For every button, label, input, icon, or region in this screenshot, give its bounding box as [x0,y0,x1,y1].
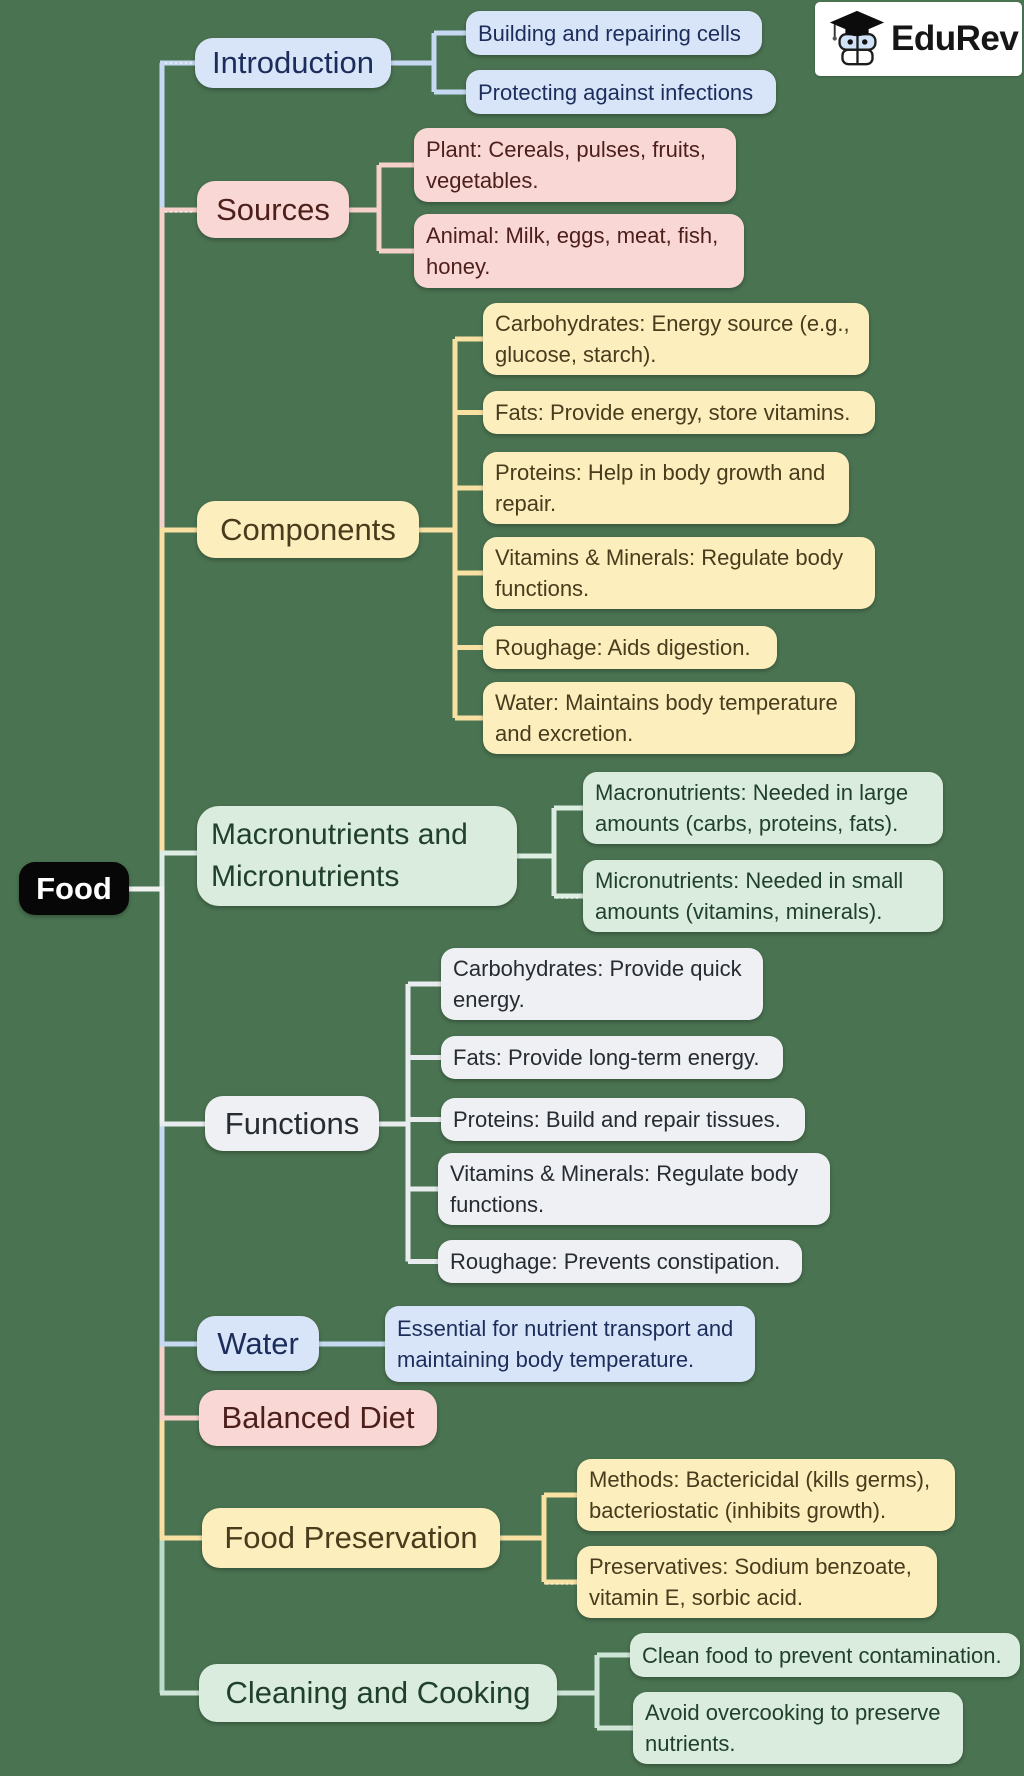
branch-label: Components [220,511,396,547]
bracket-functions [379,981,441,1264]
root-label: Food [36,870,112,906]
branch-label: Introduction [212,45,374,80]
leaf-node[interactable]: Preservatives: Sodium benzoate, vitamin … [577,1546,937,1618]
leaf-label: Vitamins & Minerals: Regulate body funct… [495,545,844,601]
branch-node-components[interactable]: Components [197,501,419,558]
branch-node-food-preservation[interactable]: Food Preservation [202,1508,500,1568]
branch-label: Sources [216,191,330,227]
leaf-label: Roughage: Prevents constipation. [450,1249,781,1274]
leaf-node[interactable]: Plant: Cereals, pulses, fruits, vegetabl… [414,128,736,202]
bracket-cleaning [557,1652,633,1731]
branch-node-introduction[interactable]: Introduction [195,38,391,88]
leaf-label: Water: Maintains body temperature and ex… [495,690,838,746]
leaf-label: Micronutrients: Needed in small amounts … [595,868,904,924]
leaf-label: Carbohydrates: Energy source (e.g., gluc… [495,311,850,367]
leaf-label: Fats: Provide long-term energy. [453,1045,760,1070]
leaf-label: Proteins: Help in body growth and repair… [495,460,826,516]
leaf-node[interactable]: Roughage: Aids digestion. [483,626,777,669]
leaf-label: Essential for nutrient transport and mai… [397,1316,734,1372]
leaf-label: Carbohydrates: Provide quick energy. [453,956,742,1012]
leaf-node[interactable]: Building and repairing cells [466,11,762,55]
bracket-preservation [500,1492,577,1585]
leaf-node[interactable]: Roughage: Prevents constipation. [438,1240,802,1283]
leaf-label: Macronutrients: Needed in large amounts … [595,780,909,836]
branch-label: Cleaning and Cooking [225,1675,531,1710]
leaf-label: Proteins: Build and repair tissues. [453,1107,781,1132]
branch-node-functions[interactable]: Functions [205,1096,379,1151]
leaf-label: Plant: Cereals, pulses, fruits, vegetabl… [426,137,707,193]
bracket-components [419,336,483,721]
edurev-mascot-icon [829,10,885,66]
root-node-food[interactable]: Food [19,862,129,915]
branch-label: Functions [224,1105,360,1141]
leaf-node[interactable]: Animal: Milk, eggs, meat, fish, honey. [414,214,744,288]
edurev-brand-text: EduRev [891,19,1019,58]
leaf-node[interactable]: Fats: Provide energy, store vitamins. [483,391,875,434]
leaf-node[interactable]: Proteins: Build and repair tissues. [441,1098,805,1141]
leaf-node[interactable]: Micronutrients: Needed in small amounts … [583,860,943,932]
leaf-node[interactable]: Carbohydrates: Provide quick energy. [441,948,763,1020]
leaf-node[interactable]: Methods: Bactericidal (kills germs), bac… [577,1459,955,1531]
branch-node-cleaning-cooking[interactable]: Cleaning and Cooking [199,1664,557,1722]
leaf-node[interactable]: Clean food to prevent contamination. [630,1633,1020,1677]
leaf-node[interactable]: Fats: Provide long-term energy. [441,1036,783,1079]
leaf-label: Roughage: Aids digestion. [495,635,751,660]
leaf-node[interactable]: Macronutrients: Needed in large amounts … [583,772,943,844]
leaf-node[interactable]: Protecting against infections [466,70,776,114]
branch-node-sources[interactable]: Sources [197,181,349,238]
branch-label: Balanced Diet [221,1400,415,1435]
leaf-label: Preservatives: Sodium benzoate, vitamin … [589,1554,912,1610]
leaf-node[interactable]: Carbohydrates: Energy source (e.g., gluc… [483,303,869,375]
bracket-sources [349,162,414,254]
leaf-label: Methods: Bactericidal (kills germs), bac… [589,1467,931,1523]
bracket-intro [391,30,466,95]
leaf-label: Protecting against infections [478,79,754,105]
branch-label: Food Preservation [224,1520,478,1555]
branch-label: Water [217,1325,299,1361]
leaf-node[interactable]: Vitamins & Minerals: Regulate body funct… [438,1153,830,1225]
leaf-node[interactable]: Proteins: Help in body growth and repair… [483,452,849,524]
leaf-label: Animal: Milk, eggs, meat, fish, honey. [426,223,719,279]
branch-node-macronutrients[interactable]: Macronutrients and Micronutrients [197,806,517,906]
branch-node-water[interactable]: Water [197,1316,319,1371]
leaf-label: Avoid overcooking to preserve nutrients. [645,1700,941,1756]
leaf-node[interactable]: Essential for nutrient transport and mai… [385,1306,755,1382]
leaf-node[interactable]: Avoid overcooking to preserve nutrients. [633,1692,963,1764]
branch-label: Macronutrients and Micronutrients [211,818,468,893]
leaf-label: Fats: Provide energy, store vitamins. [495,400,851,425]
branch-node-balanced-diet[interactable]: Balanced Diet [199,1390,437,1446]
leaf-label: Building and repairing cells [478,20,741,46]
leaf-node[interactable]: Water: Maintains body temperature and ex… [483,682,855,754]
leaf-node[interactable]: Vitamins & Minerals: Regulate body funct… [483,537,875,609]
leaf-label: Clean food to prevent contamination. [642,1642,1002,1668]
edurev-logo[interactable]: EduRev [815,2,1022,76]
bracket-macro [517,805,583,899]
leaf-label: Vitamins & Minerals: Regulate body funct… [450,1161,799,1217]
